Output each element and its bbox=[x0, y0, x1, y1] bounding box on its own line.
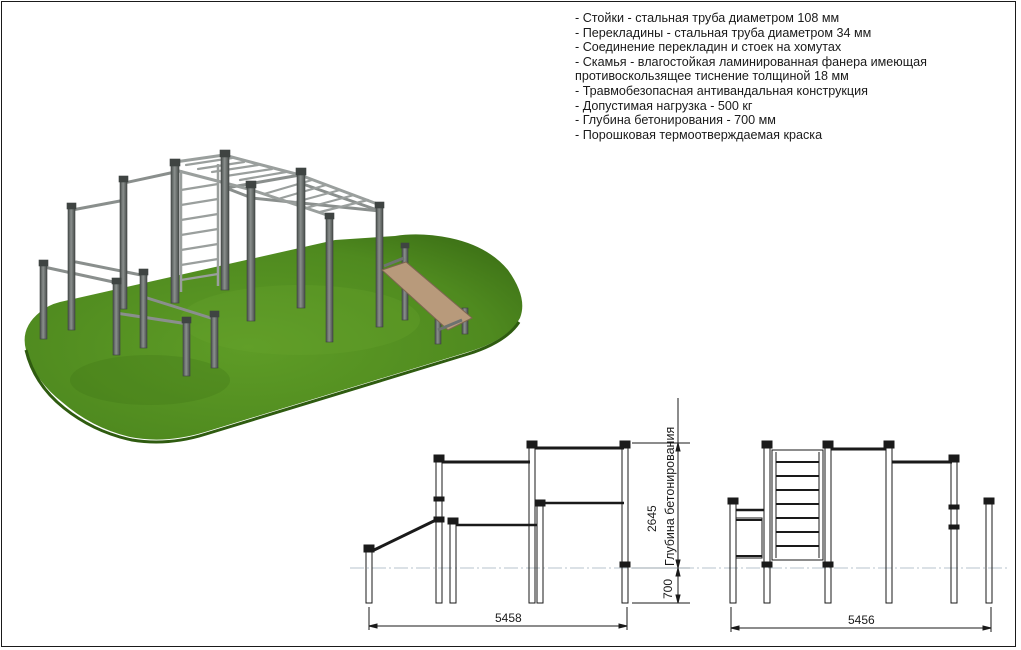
height-dimension: 2645 bbox=[645, 505, 659, 532]
spec-item: - Стойки - стальная труба диаметром 108 … bbox=[575, 11, 840, 25]
workout-complex-render bbox=[24, 149, 523, 444]
spec-item: - Скамья - влагостойкая ламинированная ф… bbox=[575, 54, 927, 84]
grass-base bbox=[24, 234, 523, 444]
front-width-dimension: 5458 bbox=[495, 611, 522, 625]
render-posts bbox=[38, 149, 469, 377]
incline-bench bbox=[381, 256, 473, 332]
depth-dimension: 700 bbox=[661, 579, 675, 599]
wall-ladder bbox=[179, 164, 220, 292]
spec-item: - Травмобезопасная антивандальная констр… bbox=[575, 83, 868, 98]
spec-item: - Соединение перекладин и стоек на хомут… bbox=[575, 40, 842, 55]
spec-item: - Глубина бетонирования - 700 мм bbox=[575, 113, 776, 128]
specifications-list: - Стойки - стальная труба диаметром 108 … bbox=[575, 11, 1015, 142]
spec-item: - Перекладины - стальная труба диаметром… bbox=[575, 25, 872, 40]
side-width-dimension: 5456 bbox=[848, 613, 875, 627]
spec-item: - Допустимая нагрузка - 500 кг bbox=[575, 98, 753, 113]
depth-label: Глубина бетонирования bbox=[663, 427, 677, 566]
side-elevation-drawing bbox=[727, 440, 995, 632]
spec-item: - Порошковая термоотверждаемая краска bbox=[575, 127, 823, 142]
front-elevation-drawing bbox=[350, 398, 1010, 630]
